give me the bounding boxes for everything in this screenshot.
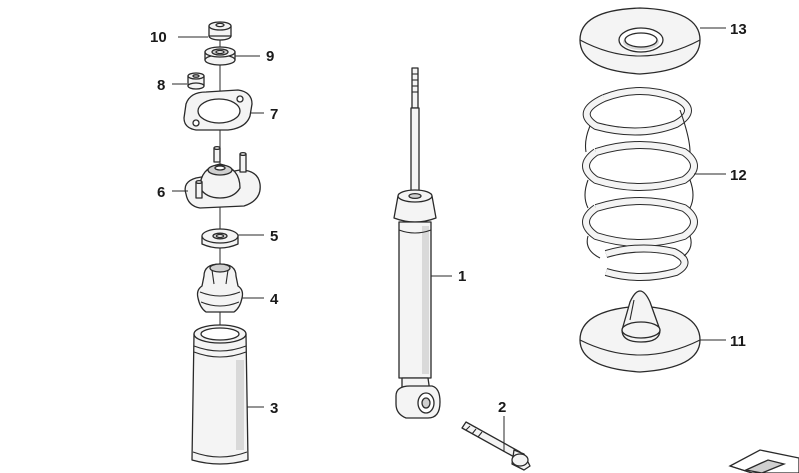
part-1-shock-absorber [393,67,441,419]
part-2-bolt [461,421,531,471]
part-11-lower-pad [579,290,701,373]
callout-8: 8 [157,77,165,94]
part-8-nut [187,72,205,90]
callout-10: 10 [150,29,167,46]
callout-4: 4 [270,291,279,308]
part-5-spacer [201,228,239,249]
part-7-plate [183,89,253,131]
part-9-washer [204,46,236,66]
callout-3: 3 [270,400,278,417]
callout-7: 7 [270,106,278,123]
callout-12: 12 [730,167,747,184]
part-6-strut-mount [184,145,261,209]
callout-13: 13 [730,21,747,38]
callout-11: 11 [730,333,746,350]
callout-9: 9 [266,48,274,65]
callout-6: 6 [157,184,165,201]
part-12-coil-spring [582,87,698,281]
part-3-dust-boot [191,324,249,465]
part-13-upper-pad [579,7,701,75]
callout-2: 2 [498,399,506,416]
callout-5: 5 [270,228,278,245]
part-4-bump-stop [196,263,244,313]
part-10-nut [208,21,232,41]
callout-1: 1 [458,268,466,285]
reference-icon [728,449,799,473]
